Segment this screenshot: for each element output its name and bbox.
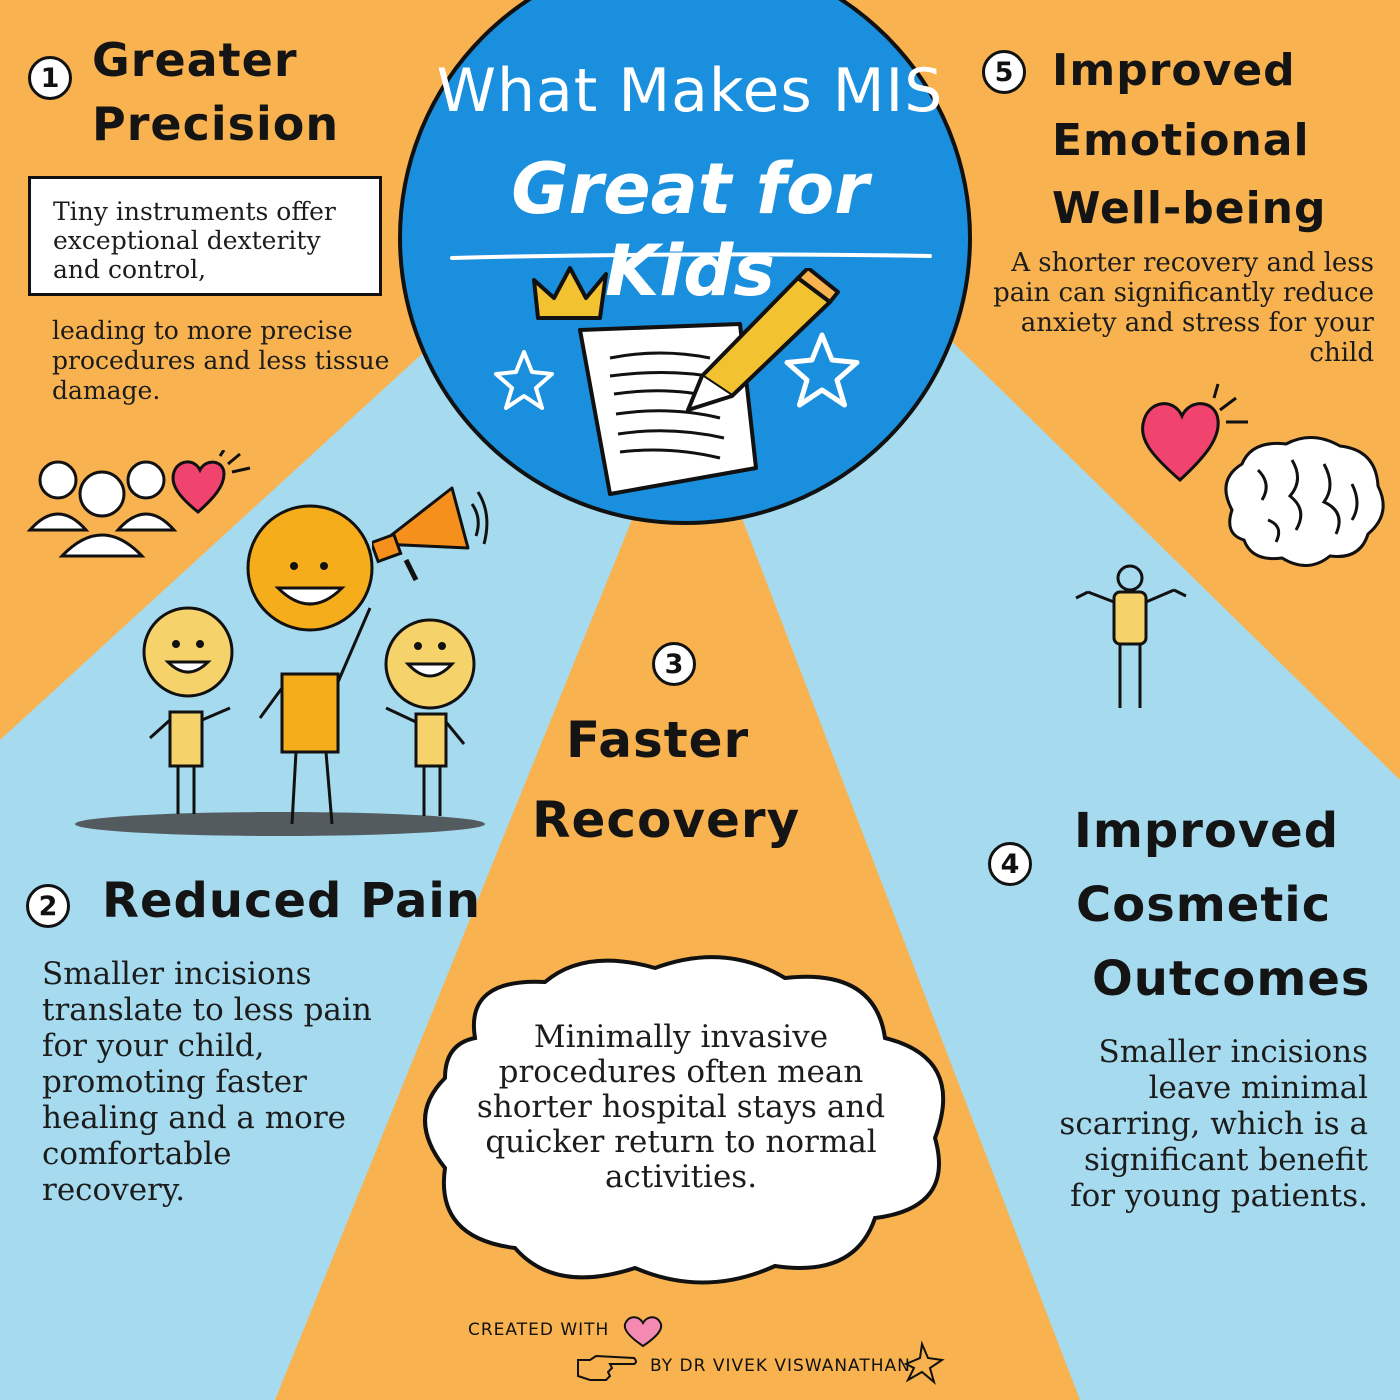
- section-1-title-line2: Precision: [92, 97, 340, 151]
- heart-icon: [623, 1316, 663, 1348]
- right-blue-ray: [735, 330, 1400, 1400]
- section-4-title-line1: Improved: [1074, 803, 1340, 859]
- star-icon: [784, 332, 860, 408]
- section-3-title-line2: Recovery: [532, 791, 801, 849]
- section-3-text: Minimally invasive procedures often mean…: [476, 1019, 886, 1195]
- star-icon: [494, 350, 554, 410]
- smiley-icon: [142, 606, 234, 814]
- sparkle-icon: [903, 1340, 945, 1385]
- smiley-group-illustration: [75, 504, 485, 836]
- pointing-hand-icon: [577, 1354, 637, 1381]
- people-icon: [26, 460, 178, 558]
- crown-icon: [532, 266, 608, 320]
- header-title-line1: What Makes MIS: [436, 56, 944, 126]
- section-2-number: 2: [26, 884, 70, 928]
- brain-icon: [1224, 436, 1385, 567]
- created-with-text: Created with: [468, 1320, 610, 1340]
- section-5-title-line3: Well-being: [1052, 183, 1327, 234]
- header-title-line2: Great for Kids: [511, 148, 869, 312]
- section-3-title-line1: Faster: [566, 711, 750, 769]
- footer-created-with: Created with: [468, 1320, 609, 1340]
- section-2-text: Smaller incisions translate to less pain…: [42, 956, 372, 1208]
- section-4-text: Smaller incisions leave minimal scarring…: [1059, 1034, 1368, 1214]
- byline-text: by Dr Vivek Viswanathan: [650, 1356, 911, 1376]
- pencil-icon: [686, 268, 840, 412]
- section-4-title-line2: Cosmetic: [1076, 877, 1332, 933]
- section-4-title-line3: Outcomes: [1092, 951, 1371, 1007]
- section-5-text: A shorter recovery and less pain can sig…: [993, 248, 1374, 368]
- section-1-number: 1: [28, 56, 72, 100]
- smiley-icon: [384, 618, 476, 816]
- section-1-title-line1: Greater: [92, 33, 298, 87]
- section-2-title: Reduced Pain: [102, 873, 482, 929]
- section-5-number: 5: [982, 50, 1026, 94]
- smiley-icon: [246, 504, 374, 825]
- section-1-text: leading to more precise procedures and l…: [52, 316, 390, 405]
- section-1-text-box: Tiny instruments offer exceptional dexte…: [28, 176, 382, 296]
- speech-cloud: [423, 955, 946, 1285]
- header-divider: [450, 252, 932, 260]
- section-1-box-text: Tiny instruments offer exceptional dexte…: [53, 197, 336, 284]
- section-5-title-line1: Improved: [1052, 45, 1296, 96]
- section-3-number: 3: [652, 642, 696, 686]
- megaphone-icon: [372, 486, 489, 582]
- figure-icon: [1075, 564, 1187, 708]
- section-5-title-line2: Emotional: [1052, 115, 1310, 166]
- heart-icon: [1141, 383, 1248, 483]
- heart-icon: [171, 450, 251, 514]
- section-4-number: 4: [988, 842, 1032, 886]
- left-blue-ray: [0, 310, 640, 1400]
- footer-byline: by Dr Vivek Viswanathan: [650, 1356, 911, 1376]
